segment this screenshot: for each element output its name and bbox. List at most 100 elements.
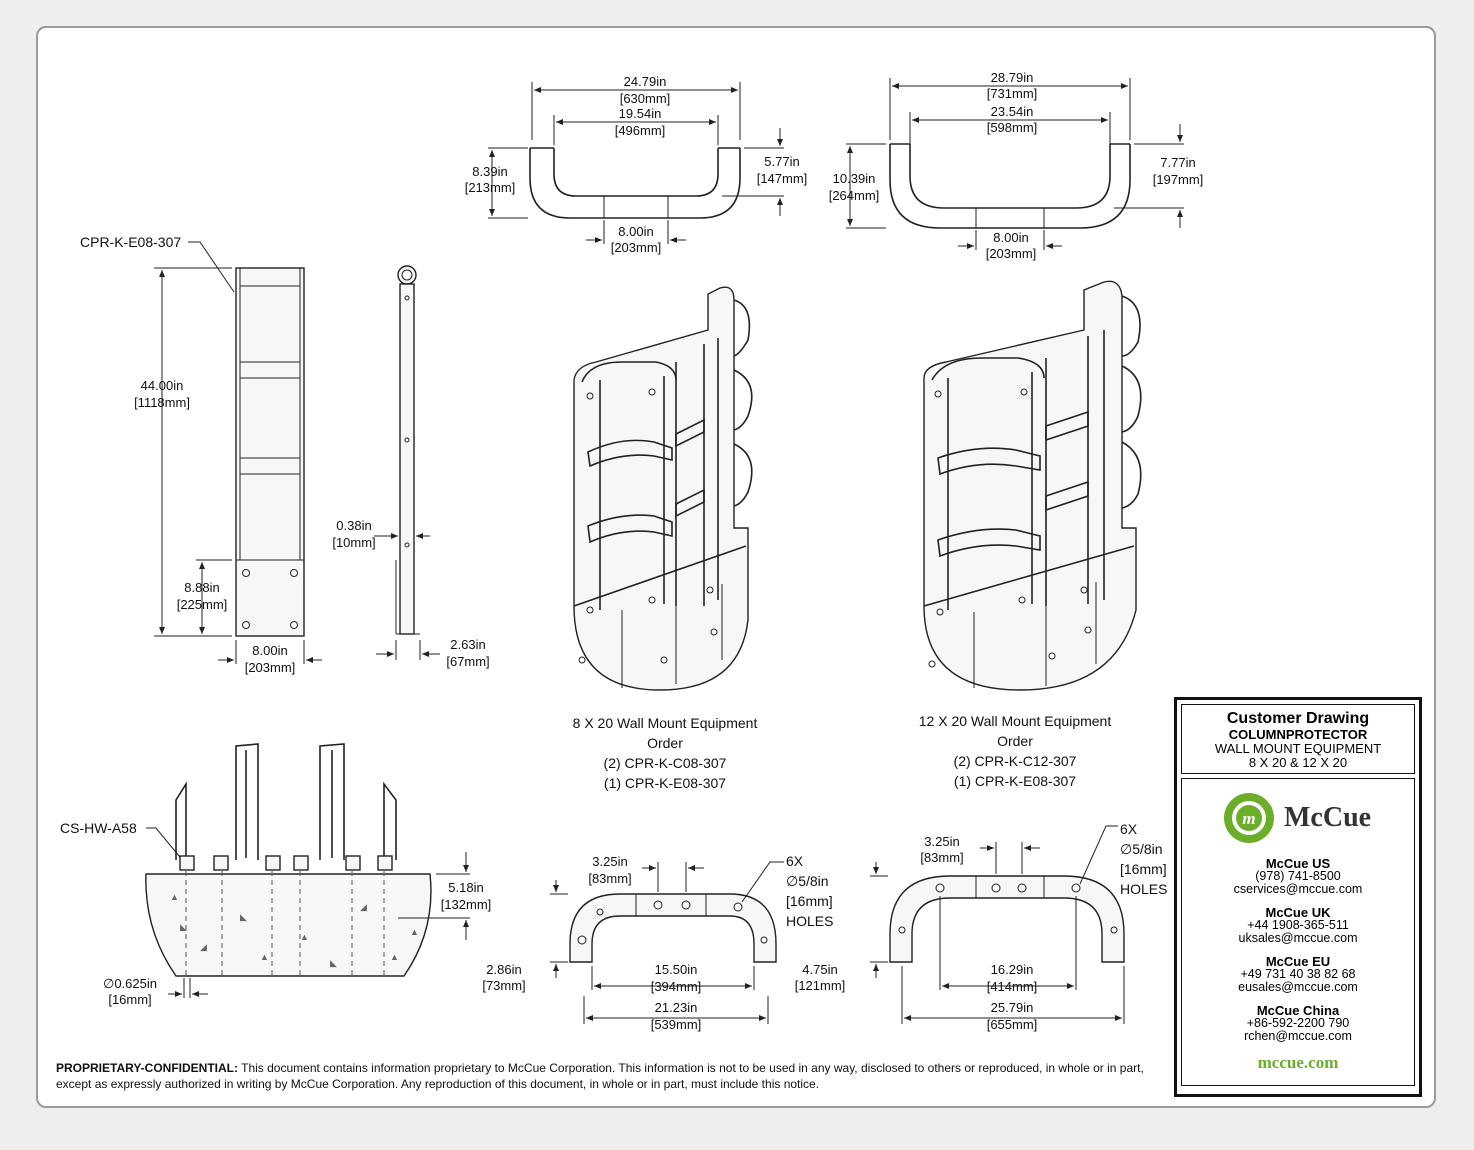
- dim-small-outer-in: 24.79in: [624, 74, 667, 89]
- office-us: McCue US (978) 741-8500 cservices@mccue.…: [1233, 856, 1363, 896]
- svg-text:▲: ▲: [410, 927, 419, 937]
- dim-end-base-mm: [225mm]: [177, 597, 228, 612]
- order-caption-large: 12 X 20 Wall Mount Equipment Order (2) C…: [890, 711, 1140, 791]
- dim-small-height-right-in: 5.77in: [764, 154, 799, 169]
- holes-large-diameter: ∅5/8in: [1120, 841, 1163, 857]
- dim-end-width-in: 8.00in: [252, 643, 287, 658]
- part-label-end-panel: CPR-K-E08-307: [80, 234, 181, 250]
- dim-base-large-spacing-mm: [83mm]: [920, 850, 963, 865]
- dim-side-thickness-mm: [10mm]: [332, 535, 375, 550]
- dim-small-inner-mm: [496mm]: [615, 123, 666, 138]
- website-link[interactable]: mccue.com: [1257, 1053, 1339, 1072]
- dim-small-height-left-in: 8.39in: [472, 164, 507, 179]
- dim-anchor-depth-in: 5.18in: [448, 880, 483, 895]
- dim-large-height-left-in: 10.39in: [833, 171, 876, 186]
- order-small-line-2: Order: [647, 735, 683, 751]
- dim-anchor-diameter-mm: [16mm]: [108, 992, 151, 1007]
- dim-end-height-mm: [1118mm]: [134, 395, 190, 410]
- holes-small-diameter: ∅5/8in: [786, 873, 829, 889]
- dim-small-height-left-mm: [213mm]: [465, 180, 516, 195]
- notice-heading: PROPRIETARY-CONFIDENTIAL:: [56, 1061, 238, 1075]
- order-small-line-1: 8 X 20 Wall Mount Equipment: [572, 715, 758, 731]
- dim-base-large-side-in: 4.75in: [802, 962, 837, 977]
- confidentiality-notice: PROPRIETARY-CONFIDENTIAL: This document …: [56, 1060, 1146, 1092]
- end-panel-front-view: CPR-K-E08-307 44.00in [1118mm] 8.88in [2…: [80, 234, 322, 675]
- svg-text:◣: ◣: [180, 922, 187, 932]
- dim-base-large-side-mm: [121mm]: [795, 978, 846, 993]
- end-panel-side-view: 0.38in [10mm] 2.63in [67mm]: [332, 265, 490, 669]
- dim-large-height-right-mm: [197mm]: [1153, 172, 1204, 187]
- mccue-logo: m McCue: [1222, 791, 1371, 845]
- order-large-line-3: (2) CPR-K-C12-307: [953, 753, 1077, 769]
- title-block-contacts: m McCue McCue US (978) 741-8500 cservice…: [1181, 778, 1415, 1086]
- office-list: McCue US (978) 741-8500 cservices@mccue.…: [1182, 857, 1414, 1053]
- dim-base-small-inner-mm: [394mm]: [651, 979, 702, 994]
- order-large-line-1: 12 X 20 Wall Mount Equipment: [918, 713, 1112, 729]
- order-small-line-3: (2) CPR-K-C08-307: [603, 755, 727, 771]
- svg-text:▲: ▲: [300, 932, 309, 942]
- top-view-large: 28.79in [731mm] 23.54in [598mm] 10.39in …: [829, 70, 1204, 261]
- dim-large-outer-in: 28.79in: [991, 70, 1034, 85]
- logo-mark: m: [1242, 809, 1255, 828]
- dim-large-height-right-in: 7.77in: [1160, 155, 1195, 170]
- order-large-line-2: Order: [997, 733, 1033, 749]
- iso-view-large: [923, 280, 1142, 691]
- dim-large-center-in: 8.00in: [993, 230, 1028, 245]
- dim-base-large-outer-mm: [655mm]: [987, 1017, 1038, 1032]
- svg-text:◢: ◢: [200, 942, 207, 952]
- top-view-small: 24.79in [630mm] 19.54in [496mm] 8.39in […: [465, 74, 808, 255]
- holes-large-count: 6X: [1120, 821, 1138, 837]
- dim-side-depth-in: 2.63in: [450, 637, 485, 652]
- dim-base-small-outer-mm: [539mm]: [651, 1017, 702, 1032]
- part-label-anchor: CS-HW-A58: [60, 820, 137, 836]
- dim-large-inner-in: 23.54in: [991, 104, 1034, 119]
- notice-text: This document contains information propr…: [56, 1061, 1144, 1091]
- holes-small-holes: HOLES: [786, 913, 833, 929]
- iso-view-small: [573, 286, 753, 691]
- dim-base-large-spacing-in: 3.25in: [924, 834, 959, 849]
- dim-small-inner-in: 19.54in: [619, 106, 662, 121]
- office-uk: McCue UK +44 1908-365-511 uksales@mccue.…: [1238, 905, 1358, 945]
- svg-text:▲: ▲: [170, 892, 179, 902]
- dim-end-width-mm: [203mm]: [245, 660, 296, 675]
- dim-end-base-in: 8.88in: [184, 580, 219, 595]
- dim-base-small-side-mm: [73mm]: [482, 978, 525, 993]
- dim-large-height-left-mm: [264mm]: [829, 188, 880, 203]
- holes-small-mm: [16mm]: [786, 893, 833, 909]
- dim-base-small-outer-in: 21.23in: [655, 1000, 698, 1015]
- svg-text:▲: ▲: [260, 952, 269, 962]
- dim-base-large-inner-in: 16.29in: [991, 962, 1034, 977]
- svg-text:◣: ◣: [240, 912, 247, 922]
- dim-base-small-spacing-in: 3.25in: [592, 854, 627, 869]
- dim-side-thickness-in: 0.38in: [336, 518, 371, 533]
- order-large-line-4: (1) CPR-K-E08-307: [953, 773, 1077, 789]
- svg-text:▲: ▲: [390, 952, 399, 962]
- mccue-logo-icon: m: [1224, 793, 1274, 843]
- base-view-small: 3.25in [83mm] 6X ∅5/8in [16mm] HOLES 2.8…: [482, 853, 833, 1032]
- dim-small-outer-mm: [630mm]: [620, 91, 671, 106]
- drawing-line-3: WALL MOUNT EQUIPMENT: [1214, 741, 1382, 756]
- holes-large-mm: [16mm]: [1120, 861, 1167, 877]
- dim-base-large-outer-in: 25.79in: [991, 1000, 1034, 1015]
- dim-large-center-mm: [203mm]: [986, 246, 1037, 261]
- dim-large-outer-mm: [731mm]: [987, 86, 1038, 101]
- dim-large-inner-mm: [598mm]: [987, 120, 1038, 135]
- dim-small-height-right-mm: [147mm]: [757, 171, 808, 186]
- drawing-line-4: 8 X 20 & 12 X 20: [1248, 755, 1348, 770]
- anchor-section-view: CS-HW-A58 ▲◣ ▲◢ ◢▲ ▲◣ ◣▲ 5.18in: [60, 743, 492, 1007]
- dim-small-center-in: 8.00in: [618, 224, 653, 239]
- base-view-large: 3.25in [83mm] 6X ∅5/8in [16mm] HOLES 4.7…: [795, 821, 1168, 1032]
- order-small-line-4: (1) CPR-K-E08-307: [603, 775, 727, 791]
- office-china: McCue China +86-592-2200 790 rchen@mccue…: [1244, 1003, 1352, 1043]
- dim-base-small-spacing-mm: [83mm]: [588, 871, 631, 886]
- office-eu: McCue EU +49 731 40 38 82 68 eusales@mcc…: [1238, 954, 1358, 994]
- dim-base-large-inner-mm: [414mm]: [987, 979, 1038, 994]
- dim-anchor-diameter-in: ∅0.625in: [103, 976, 157, 991]
- dim-anchor-depth-mm: [132mm]: [441, 897, 492, 912]
- order-caption-small: 8 X 20 Wall Mount Equipment Order (2) CP…: [540, 713, 790, 793]
- dim-small-center-mm: [203mm]: [611, 240, 662, 255]
- drawing-subtitle: COLUMNPROTECTOR: [1228, 727, 1368, 742]
- drawing-title: Customer Drawing: [1226, 710, 1370, 727]
- dim-end-height-in: 44.00in: [141, 378, 184, 393]
- title-block: Customer Drawing COLUMNPROTECTOR WALL MO…: [1174, 697, 1422, 1097]
